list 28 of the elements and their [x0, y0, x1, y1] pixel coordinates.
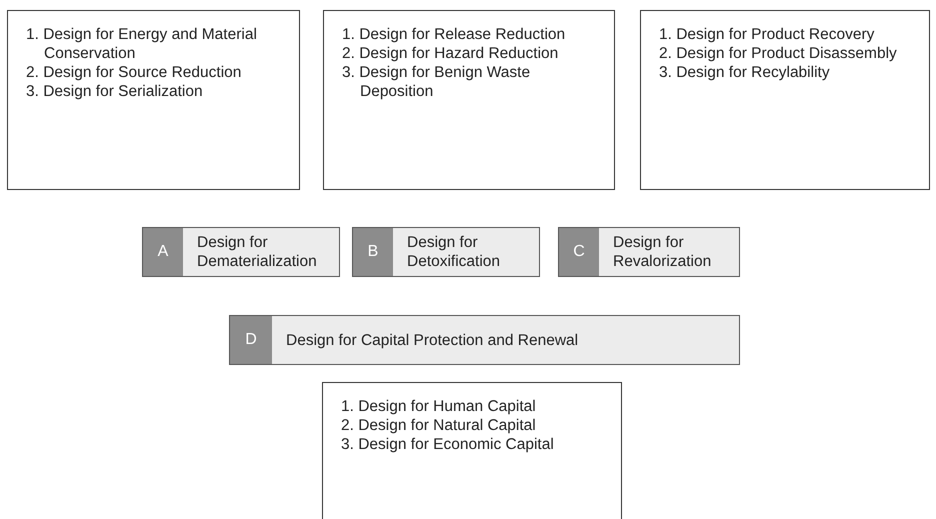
- list-item: 3. Design for Recylability: [659, 63, 831, 82]
- letter-tab: B: [353, 228, 393, 276]
- letter-tab: D: [230, 316, 272, 364]
- category-title: Design for Revalorization: [612, 233, 712, 272]
- list-item: 1. Design for Release Reduction: [342, 25, 566, 44]
- letter-tab: A: [143, 228, 183, 276]
- list-item: 1. Design for Human Capital: [341, 397, 537, 416]
- category-box: [558, 227, 740, 277]
- list-item: 1. Design for Product Recovery: [659, 25, 876, 44]
- list-item: 3. Design for Serialization: [26, 82, 204, 101]
- list-item: 2. Design for Product Disassembly: [659, 44, 898, 63]
- category-title: Design for Detoxification: [406, 233, 502, 272]
- list-item: 2. Design for Hazard Reduction: [342, 44, 560, 63]
- category-box: [229, 315, 740, 365]
- list-box: [322, 382, 622, 519]
- list-box: [7, 10, 300, 190]
- category-title: Design for Dematerialization: [196, 233, 318, 272]
- list-item: 1. Design for Energy and Material Conservation: [26, 25, 258, 63]
- list-item: 3. Design for Economic Capital: [341, 435, 555, 454]
- list-item: 2. Design for Source Reduction: [26, 63, 242, 82]
- list-box: [323, 10, 615, 190]
- list-item: 3. Design for Benign Waste Deposition: [342, 63, 532, 101]
- category-title: Design for Capital Protection and Renewal: [285, 330, 578, 350]
- category-box: [142, 227, 340, 277]
- list-item: 2. Design for Natural Capital: [341, 416, 537, 435]
- list-box: [640, 10, 930, 190]
- letter-tab: C: [559, 228, 599, 276]
- category-box: [352, 227, 540, 277]
